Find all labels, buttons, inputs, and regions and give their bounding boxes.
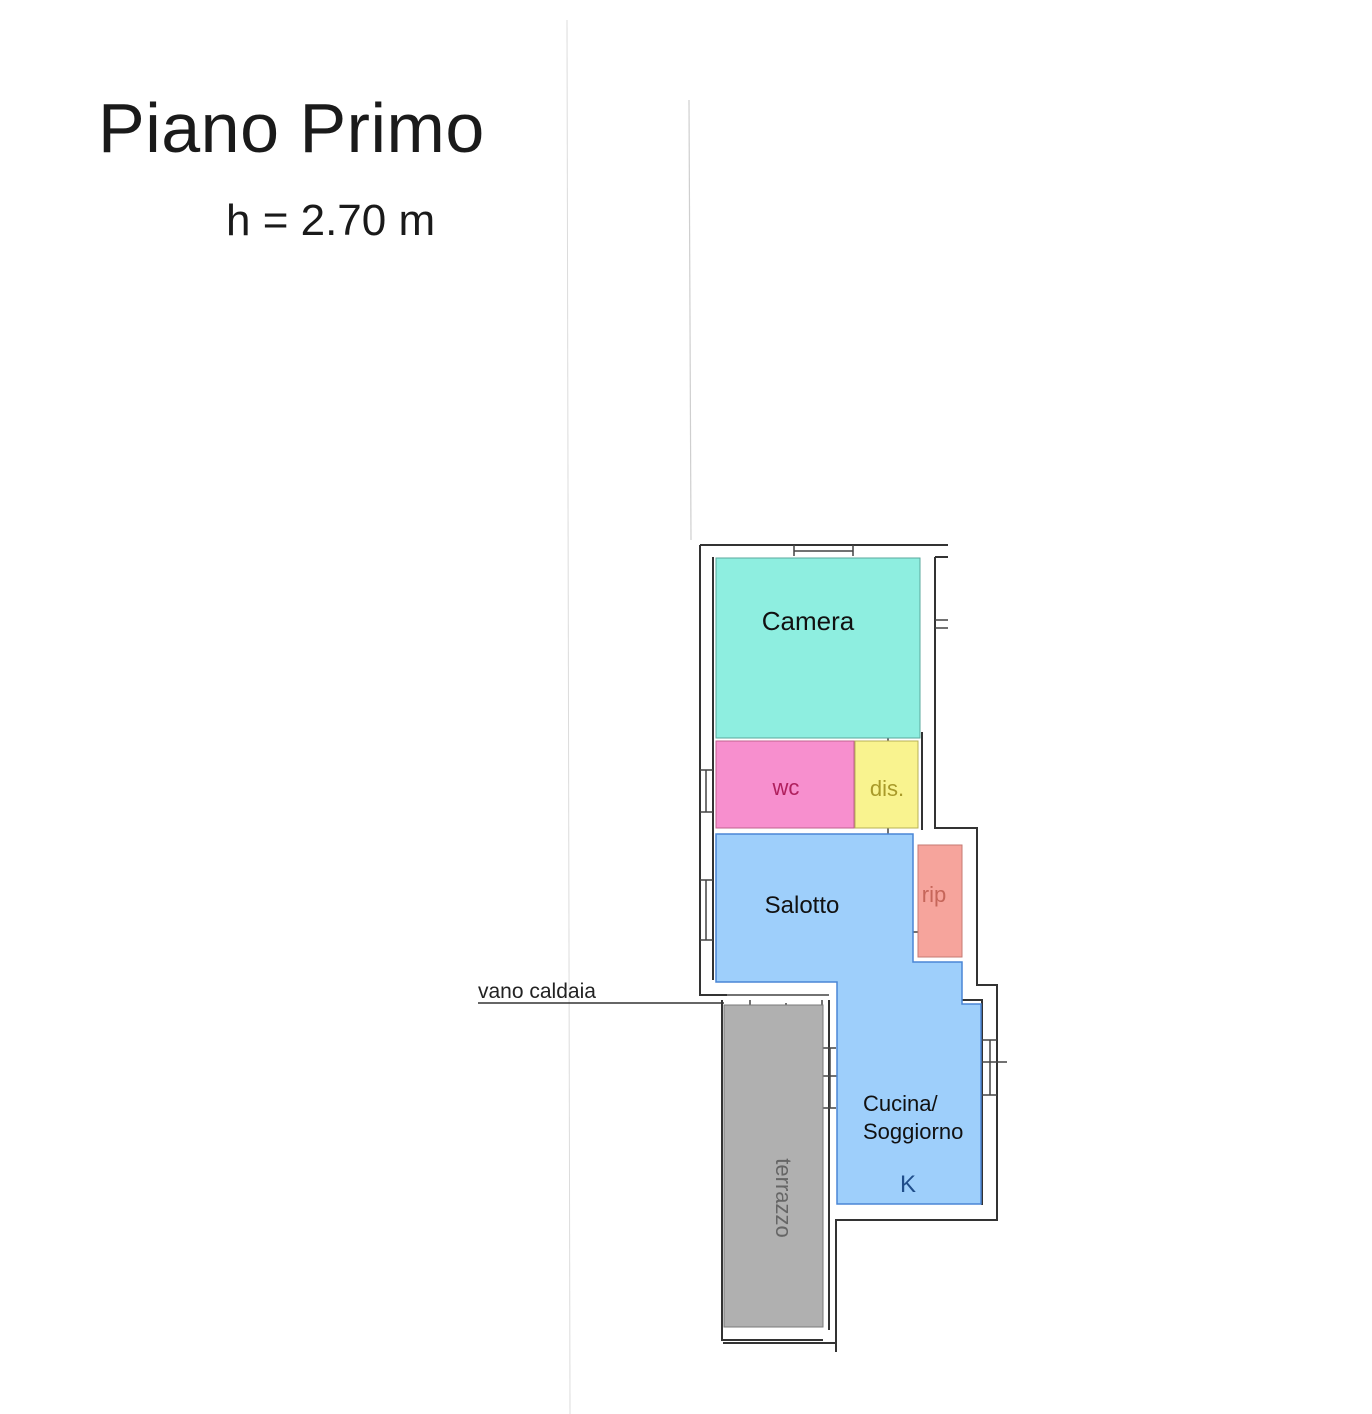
wall-details [700,545,1007,1109]
label-cucina-line2: Soggiorno [863,1119,963,1144]
label-camera: Camera [762,606,855,636]
label-k: K [900,1171,916,1198]
room-terrazzo [723,1004,824,1328]
label-cucina-line1: Cucina/ [863,1091,938,1116]
room-salotto-cucina [715,833,982,1205]
room-rip [917,844,963,958]
label-rip: rip [922,882,946,907]
label-dis: dis. [870,776,904,801]
label-terrazzo: terrazzo [771,1158,796,1237]
label-vano-caldaia: vano caldaia [478,980,596,1003]
label-wc: wc [772,775,800,800]
scan-line [688,99,692,541]
room-dis [854,740,919,829]
room-wc [715,740,855,829]
label-salotto: Salotto [765,892,840,919]
outer-walls [699,544,998,1352]
page-title: Piano Primo [98,89,485,167]
room-camera [715,557,921,739]
scan-line [566,19,571,1414]
ceiling-height-label: h = 2.70 m [226,196,436,245]
